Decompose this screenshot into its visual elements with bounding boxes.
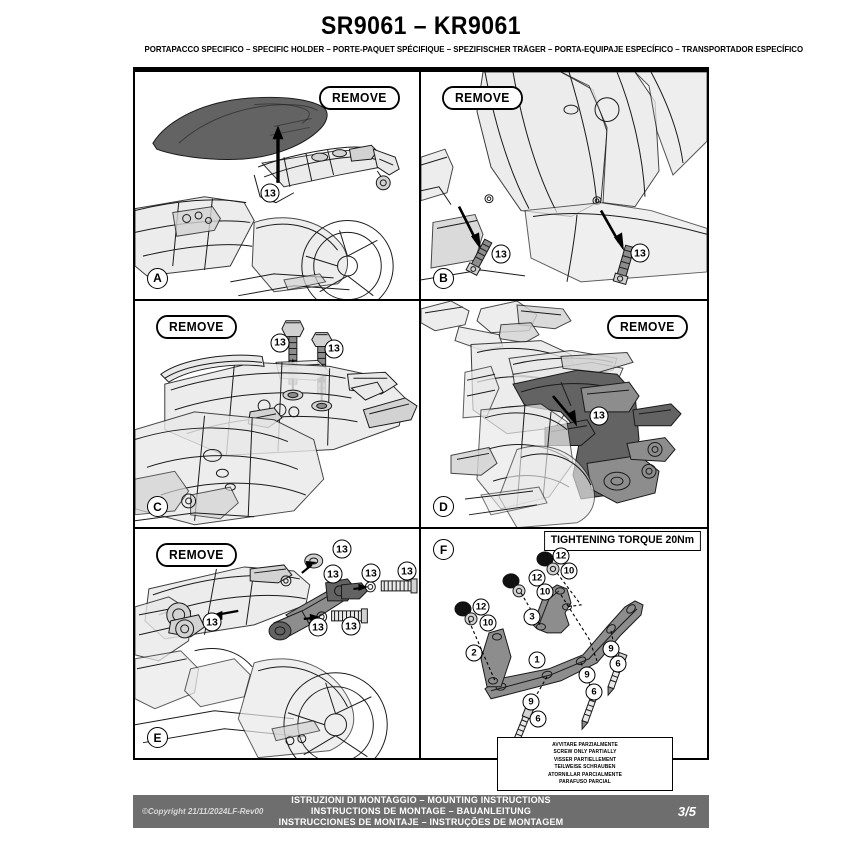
callout-13-e4: 13 [397,561,417,581]
header-divider [133,67,709,70]
callout-13-a1: 13 [260,183,280,203]
torque-label: TIGHTENING TORQUE 20Nm [544,531,701,552]
motorcycle-seat [152,96,328,160]
callout-9-f2: 9 [578,666,596,684]
hardware-e [301,553,418,624]
page-number: 3/5 [677,804,696,819]
panel-e-illustration [135,553,418,758]
handlebar-stub [350,381,418,428]
screw-left [457,206,493,276]
remove-badge-c: REMOVE [156,314,237,339]
callout-13-e3: 13 [361,563,381,583]
tail-fairing [476,72,707,283]
panel-e: REMOVE E 13 13 13 13 13 13 13 [135,529,421,758]
callout-13-e7: 13 [341,616,361,636]
callout-13-e1: 13 [332,539,352,559]
page-subtitle: PORTAPACCO SPECIFICO – SPECIFIC HOLDER –… [144,45,804,54]
panel-b-illustration [421,72,707,285]
callout-10-f2: 10 [536,583,554,601]
copyright-text: ©Copyright 21/11/2024LF-Rev00 [142,807,264,816]
removal-arrow-seat [272,125,284,183]
removal-arrow-d [552,394,577,427]
hook-plate-3 [532,584,572,634]
callout-13-c1: 13 [270,333,290,353]
callout-13-e2: 13 [323,564,343,584]
wheel-e [237,658,388,758]
rear-subframe [253,144,400,204]
panel-f: TIGHTENING TORQUE 20Nm F 12 10 2 12 10 3… [421,529,707,758]
callout-13-e5: 13 [202,612,222,632]
small-plate-2 [480,628,512,688]
footer-line-3: INSTRUCCIONES DE MONTAJE – INSTRUÇÕES DE… [278,816,564,827]
panel-letter-a: A [147,267,168,289]
panel-letter-e: E [147,727,168,748]
rear-frame-e [135,564,311,744]
panel-letter-b: B [433,267,454,289]
callout-10-f3: 10 [479,614,497,632]
callout-13-d1: 13 [589,406,609,426]
remove-badge-d: REMOVE [607,314,688,339]
callout-9-f1: 9 [602,640,620,658]
panel-letter-d: D [433,496,454,518]
warning-line-fr: VISSER PARTIELLEMENT [553,756,617,763]
callout-10-f1: 10 [560,562,578,580]
partial-screw-warning-box: AVVITARE PARZIALMENTE SCREW ONLY PARTIAL… [497,737,673,792]
callout-12-f1: 12 [552,547,570,565]
callout-13-c2: 13 [324,339,344,359]
panel-d-illustration [421,300,682,528]
callout-2-f: 2 [465,644,483,662]
remove-badge-b: REMOVE [442,86,523,110]
panel-a: REMOVE A 13 [135,72,421,301]
warning-line-es: ATORNILLAR PARCIALMENTE [548,771,622,778]
callout-12-f2: 12 [528,569,546,587]
engine-block [135,411,325,525]
warning-line-it: AVVITARE PARZIALMENTE [552,742,618,748]
remove-badge-a: REMOVE [319,86,400,110]
callout-6-f1: 6 [609,655,627,673]
warning-line-en: SCREW ONLY PARTIALLY [553,749,617,756]
screw-right [599,209,635,285]
panel-grid: REMOVE A 13 [133,70,709,760]
callout-6-f2: 6 [585,683,603,701]
panel-b: REMOVE B 13 13 [421,72,707,301]
panel-letter-c: C [147,496,168,518]
remove-badge-e: REMOVE [156,543,237,568]
footer-line-1: ISTRUZIONI DI MONTAGGIO – MOUNTING INSTR… [291,795,551,806]
panel-c: REMOVE C 13 13 [135,300,421,530]
panel-c-illustration [135,319,418,525]
callout-13-e6: 13 [308,617,328,637]
footer-line-2: INSTRUCTIONS DE MONTAGE – BAUANLEITUNG [310,806,532,817]
callout-13-b1: 13 [491,244,511,264]
footer-instruction-lines: ISTRUZIONI DI MONTAGGIO – MOUNTING INSTR… [133,795,709,828]
sheet-footer: ©Copyright 21/11/2024LF-Rev00 ISTRUZIONI… [133,795,709,828]
frame-and-wheel [135,196,394,299]
warning-line-pt: PARAFUSO PARCIAL [559,778,611,785]
spacers-and-bushings [454,551,560,626]
callout-1-f: 1 [528,651,546,669]
warning-line-de: TEILWEISE SCHRAUBEN [554,764,616,771]
page-title: SR9061 – KR9061 [321,12,521,40]
panel-letter-f: F [433,539,454,561]
panel-d: REMOVE D 13 [421,300,707,530]
callout-13-b2: 13 [630,243,650,263]
callout-3-f: 3 [523,608,541,626]
callout-12-f3: 12 [472,598,490,616]
sheet-header: SR9061 – KR9061 PORTAPACCO SPECIFICO – S… [133,12,804,54]
rear-frame-wheel [450,403,595,528]
panel-a-illustration [135,96,400,299]
rear-rack-assembly [160,354,406,456]
callout-6-f3: 6 [529,710,547,728]
callout-9-f3: 9 [522,693,540,711]
